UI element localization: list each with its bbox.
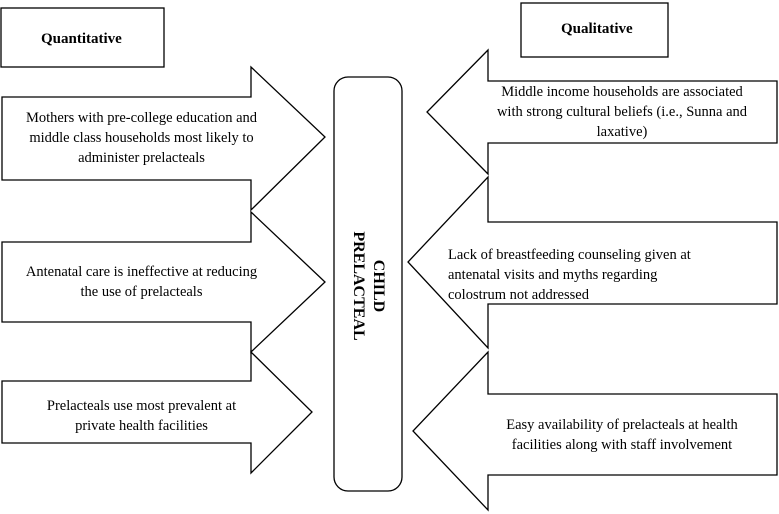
left-arrow-2-text: Antenatal care is ineffective at reducin… bbox=[4, 262, 279, 302]
qualitative-heading: Qualitative bbox=[561, 21, 633, 37]
text-line: administer prelacteals bbox=[78, 150, 205, 166]
text-line: the use of prelacteals bbox=[80, 284, 203, 300]
center-label-line-1: CHILD bbox=[370, 259, 387, 313]
left-arrow-1 bbox=[1, 65, 326, 212]
text-line: laxative) bbox=[596, 124, 648, 140]
text-line: Middle income households are associated bbox=[501, 84, 743, 100]
text-line: antenatal visits and myths regarding bbox=[448, 267, 658, 283]
left-arrow-3 bbox=[1, 350, 313, 475]
qualitative-heading-box bbox=[520, 2, 669, 58]
left-arrow-3-text: Prelacteals use most prevalent at privat… bbox=[4, 396, 279, 436]
right-arrow-2 bbox=[407, 175, 778, 350]
child-prelacteal-box bbox=[333, 76, 403, 492]
text-line: colostrum not addressed bbox=[448, 287, 589, 303]
text-line: Easy availability of prelacteals at heal… bbox=[506, 417, 738, 433]
quantitative-heading-box bbox=[0, 7, 165, 68]
right-arrow-2-text: Lack of breastfeeding counseling given a… bbox=[448, 245, 754, 305]
text-line: Prelacteals use most prevalent at bbox=[46, 398, 237, 414]
center-label-line-2: PRELACTEAL bbox=[350, 231, 367, 341]
left-arrow-2 bbox=[1, 210, 326, 354]
text-line: Lack of breastfeeding counseling given a… bbox=[448, 247, 691, 263]
text-line: with strong cultural beliefs (i.e., Sunn… bbox=[496, 104, 748, 120]
quantitative-heading: Quantitative bbox=[41, 31, 122, 47]
text-line: Antenatal care is ineffective at reducin… bbox=[25, 264, 258, 280]
text-line: Mothers with pre-college education and bbox=[25, 110, 258, 126]
right-arrow-1 bbox=[426, 48, 778, 176]
text-line: private health facilities bbox=[75, 418, 208, 434]
left-arrow-1-text: Mothers with pre-college education and m… bbox=[4, 108, 279, 168]
right-arrow-3-text: Easy availability of prelacteals at heal… bbox=[466, 415, 778, 455]
text-line: middle class households most likely to bbox=[29, 130, 254, 146]
right-arrow-1-text: Middle income households are associated … bbox=[466, 82, 778, 142]
text-line: facilities along with staff involvement bbox=[511, 437, 733, 453]
right-arrow-3 bbox=[412, 350, 778, 512]
